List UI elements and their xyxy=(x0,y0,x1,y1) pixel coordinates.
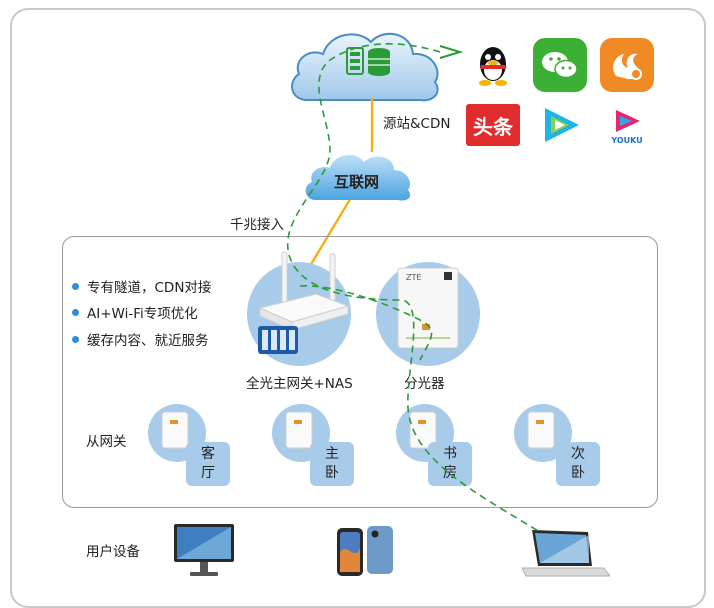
sub-gateway-device-icon xyxy=(285,411,313,449)
room-text: 卧 xyxy=(325,465,339,481)
bullet-dot xyxy=(72,308,79,316)
room-text: 厅 xyxy=(201,465,215,481)
room-label-master: 主卧 xyxy=(310,442,354,486)
laptop-icon xyxy=(521,530,610,577)
internet-label: 互联网 xyxy=(334,173,380,191)
user-devices-label: 用户设备 xyxy=(86,544,140,560)
feature-item: 专有隧道，CDN对接 xyxy=(72,276,211,296)
toutiao-icon: 头条 xyxy=(466,104,520,146)
room-text: 客 xyxy=(201,446,215,462)
qq-penguin-icon xyxy=(466,38,520,92)
smartphone-icon xyxy=(337,526,393,576)
gigabit-access-label: 千兆接入 xyxy=(230,217,284,233)
youku-icon: YOUKU xyxy=(600,98,654,152)
svg-text:ZTE: ZTE xyxy=(406,273,421,282)
router-icon xyxy=(258,251,350,354)
feature-item: AI+Wi-Fi专项优化 xyxy=(72,302,198,322)
sub-gateway-device-icon xyxy=(161,411,189,449)
room-label-second: 次卧 xyxy=(556,442,600,486)
splitter-label: 分光器 xyxy=(404,376,445,392)
room-text: 书 xyxy=(443,446,457,462)
origin-cdn-label: 源站&CDN xyxy=(383,116,451,132)
uc-browser-icon xyxy=(600,38,654,92)
bullet-dot xyxy=(72,282,79,290)
room-text: 房 xyxy=(443,465,457,481)
room-text: 卧 xyxy=(571,465,585,481)
youku-label: YOUKU xyxy=(611,135,643,145)
sub-gateway-label: 从网关 xyxy=(86,434,127,450)
bullet-dot xyxy=(72,335,79,343)
feature-text: 专有隧道，CDN对接 xyxy=(87,280,212,296)
room-label-study: 书房 xyxy=(428,442,472,486)
feature-text: 缓存内容、就近服务 xyxy=(87,333,209,349)
feature-text: AI+Wi-Fi专项优化 xyxy=(87,306,198,322)
room-label-living: 客厅 xyxy=(186,442,230,486)
server-icon xyxy=(346,47,390,76)
splitter-device-icon: ZTE xyxy=(397,267,459,349)
wechat-icon xyxy=(533,38,587,92)
room-text: 主 xyxy=(325,446,339,462)
monitor-icon xyxy=(174,524,234,576)
main-gateway-label: 全光主网关+NAS xyxy=(246,376,353,392)
feature-item: 缓存内容、就近服务 xyxy=(72,329,209,349)
sub-gateway-device-icon xyxy=(527,411,555,449)
room-text: 次 xyxy=(571,446,585,462)
tencent-video-icon xyxy=(533,98,587,152)
